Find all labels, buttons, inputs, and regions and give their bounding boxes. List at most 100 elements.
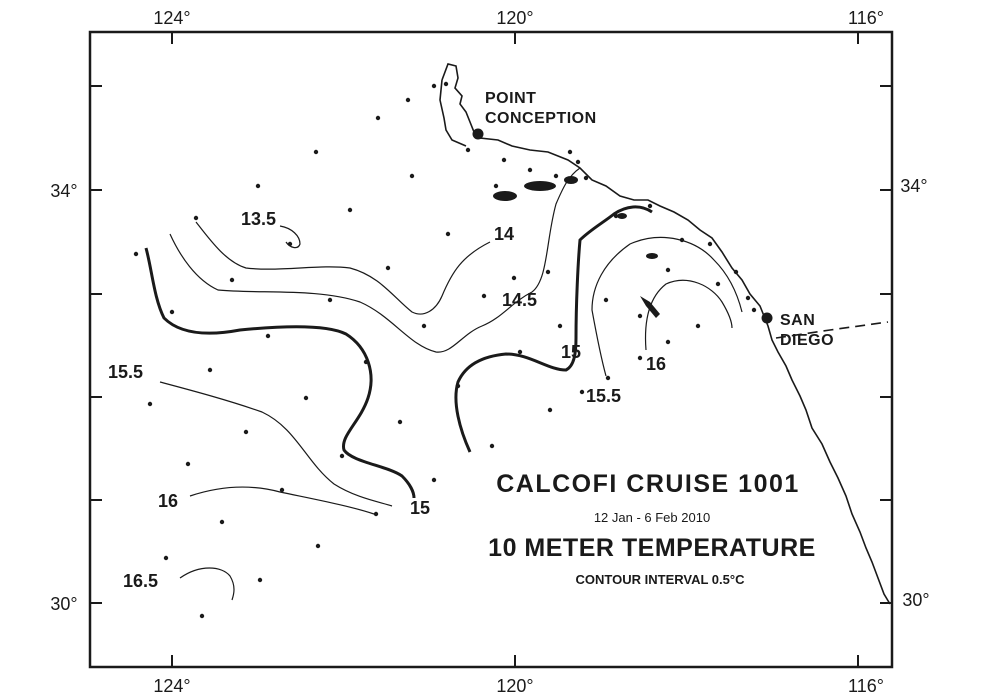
station-dot bbox=[605, 375, 611, 381]
island bbox=[617, 213, 627, 219]
station-dot bbox=[637, 313, 643, 319]
station-dot bbox=[303, 395, 309, 401]
lon-label-bottom-120: 120° bbox=[496, 676, 533, 696]
station-dot bbox=[665, 267, 671, 273]
station-dot bbox=[443, 81, 449, 87]
station-dot bbox=[243, 429, 249, 435]
island bbox=[646, 253, 658, 259]
station-dot bbox=[163, 555, 169, 561]
lat-label-left-30: 30° bbox=[50, 594, 77, 614]
station-dot bbox=[715, 281, 721, 287]
station-dot bbox=[579, 389, 585, 395]
contour-label-15-central: 15 bbox=[561, 342, 581, 362]
station-dot bbox=[257, 577, 263, 583]
station-dot bbox=[363, 359, 369, 365]
contour-16-5 bbox=[179, 567, 235, 601]
station-dot bbox=[287, 241, 293, 247]
station-dot bbox=[583, 175, 589, 181]
point-conception-marker bbox=[472, 128, 484, 140]
station-dot bbox=[679, 237, 685, 243]
station-dot bbox=[501, 157, 507, 163]
lat-label-left-34: 34° bbox=[50, 181, 77, 201]
point-conception-label: POINT bbox=[485, 90, 536, 107]
station-dot bbox=[405, 97, 411, 103]
san-diego-label: SAN bbox=[780, 312, 815, 329]
map-subtitle: 10 METER TEMPERATURE bbox=[488, 534, 816, 562]
station-dot bbox=[613, 213, 619, 219]
contour-label-15-west: 15 bbox=[410, 498, 430, 518]
station-dot bbox=[327, 297, 333, 303]
station-dot bbox=[455, 383, 461, 389]
lat-label-right-30: 30° bbox=[902, 590, 929, 610]
point-conception-label: CONCEPTION bbox=[485, 110, 597, 127]
station-dot bbox=[481, 293, 487, 299]
map-frame bbox=[88, 30, 894, 669]
station-dot bbox=[279, 487, 285, 493]
station-dot bbox=[517, 349, 523, 355]
boundary-line bbox=[775, 321, 889, 339]
station-dot bbox=[553, 173, 559, 179]
contour-14-5 bbox=[169, 167, 581, 353]
contour-label-14-5: 14.5 bbox=[502, 290, 537, 310]
station-dot bbox=[409, 173, 415, 179]
station-dot bbox=[665, 339, 671, 345]
station-dot bbox=[603, 297, 609, 303]
contour-15-central bbox=[454, 205, 653, 453]
contour-label-16-5: 16.5 bbox=[123, 571, 158, 591]
station-dot bbox=[375, 115, 381, 121]
contour-16-east bbox=[644, 279, 733, 351]
station-dot bbox=[695, 323, 701, 329]
station-dot bbox=[527, 167, 533, 173]
san-diego-label: DIEGO bbox=[780, 332, 834, 349]
lon-label-top-124: 124° bbox=[153, 8, 190, 28]
station-dot bbox=[219, 519, 225, 525]
station-dot bbox=[169, 309, 175, 315]
station-dot bbox=[373, 511, 379, 517]
contour-label-15-5-west: 15.5 bbox=[108, 362, 143, 382]
contour-label-16-east: 16 bbox=[646, 354, 666, 374]
station-dot bbox=[255, 183, 261, 189]
station-dot bbox=[385, 265, 391, 271]
station-dot bbox=[707, 241, 713, 247]
station-dot bbox=[489, 443, 495, 449]
station-dot bbox=[347, 207, 353, 213]
station-dot bbox=[431, 477, 437, 483]
contour-15-5-east bbox=[591, 236, 743, 377]
contour-14 bbox=[195, 221, 491, 315]
contour-label-15-5-east: 15.5 bbox=[586, 386, 621, 406]
station-dot bbox=[315, 543, 321, 549]
station-dot bbox=[493, 183, 499, 189]
station-dot bbox=[567, 149, 573, 155]
island bbox=[524, 181, 556, 191]
station-dot bbox=[421, 323, 427, 329]
contour-label-13-5: 13.5 bbox=[241, 209, 276, 229]
station-dot bbox=[147, 401, 153, 407]
contour-16-west bbox=[189, 486, 375, 515]
station-dot bbox=[397, 419, 403, 425]
station-dot bbox=[431, 83, 437, 89]
station-dot bbox=[185, 461, 191, 467]
station-dot bbox=[445, 231, 451, 237]
san-diego-marker bbox=[761, 312, 773, 324]
lon-label-top-116: 116° bbox=[848, 8, 884, 28]
contour-label-14: 14 bbox=[494, 224, 514, 244]
map-title: CALCOFI CRUISE 1001 bbox=[496, 470, 800, 498]
island bbox=[493, 191, 517, 201]
coastline bbox=[441, 63, 891, 605]
station-dot bbox=[575, 159, 581, 165]
station-dot bbox=[133, 251, 139, 257]
lon-label-bottom-124: 124° bbox=[153, 676, 190, 696]
station-dot bbox=[751, 307, 757, 313]
station-dots bbox=[133, 81, 757, 619]
map-date-range: 12 Jan - 6 Feb 2010 bbox=[594, 510, 710, 525]
station-dot bbox=[545, 269, 551, 275]
station-dot bbox=[313, 149, 319, 155]
contour-label-16-west: 16 bbox=[158, 491, 178, 511]
station-dot bbox=[465, 147, 471, 153]
lon-label-bottom-116: 116° bbox=[848, 676, 884, 696]
lat-label-right-34: 34° bbox=[900, 176, 927, 196]
station-dot bbox=[745, 295, 751, 301]
lon-label-top-120: 120° bbox=[496, 8, 533, 28]
station-dot bbox=[547, 407, 553, 413]
